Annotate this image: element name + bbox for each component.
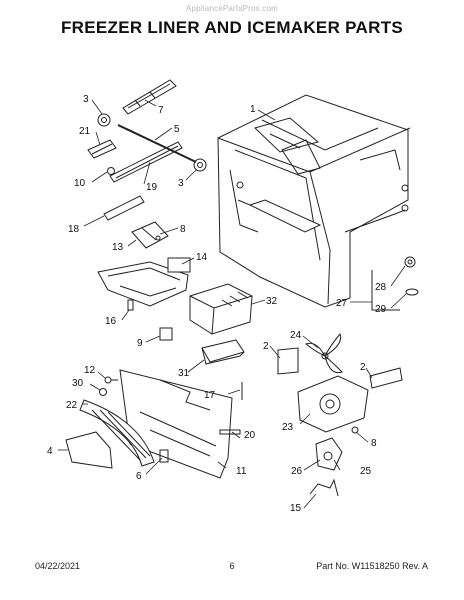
motor-bracket bbox=[309, 478, 339, 497]
callout-8-upper: 8 bbox=[180, 224, 186, 235]
callout-24: 24 bbox=[290, 330, 302, 341]
callout-12: 12 bbox=[84, 365, 96, 376]
fan-blade bbox=[305, 333, 343, 374]
freezer-liner bbox=[217, 94, 411, 308]
callout-9: 9 bbox=[137, 338, 143, 349]
callout-20: 20 bbox=[244, 430, 256, 441]
callout-16: 16 bbox=[105, 316, 117, 327]
footer-date: 04/22/2021 bbox=[35, 561, 81, 571]
pad-right bbox=[369, 367, 403, 389]
rod-part bbox=[117, 124, 197, 163]
callout-28: 28 bbox=[375, 282, 387, 293]
callout-31: 31 bbox=[178, 368, 190, 379]
callout-15: 15 bbox=[290, 503, 302, 514]
callout-11: 11 bbox=[236, 466, 247, 477]
callout-27: 27 bbox=[336, 298, 348, 309]
callout-22: 22 bbox=[66, 400, 78, 411]
callout-1: 1 bbox=[250, 104, 256, 115]
callout-2-right: 2 bbox=[360, 362, 366, 373]
callout-8-lower: 8 bbox=[371, 438, 377, 449]
screw-12 bbox=[104, 376, 112, 384]
screw-8-lower bbox=[351, 426, 359, 434]
lower-slide-part bbox=[103, 195, 145, 221]
seal-part bbox=[405, 288, 419, 296]
clip-part bbox=[107, 167, 115, 175]
callout-6: 6 bbox=[136, 471, 142, 482]
callout-3-top: 3 bbox=[83, 94, 89, 105]
cover-part bbox=[65, 431, 113, 469]
callout-2-left: 2 bbox=[263, 341, 269, 352]
clip-part-6 bbox=[159, 449, 169, 463]
callout-32: 32 bbox=[266, 296, 278, 307]
roller-left bbox=[97, 113, 111, 127]
ice-bin-part bbox=[201, 339, 245, 363]
bracket-part bbox=[87, 139, 117, 159]
footer-part-number: Part No. W11518250 Rev. A bbox=[316, 561, 428, 571]
mounting-bracket bbox=[131, 221, 169, 249]
grommet-part bbox=[404, 256, 416, 268]
callout-26: 26 bbox=[291, 466, 303, 477]
callout-4: 4 bbox=[47, 446, 53, 457]
callout-23: 23 bbox=[282, 422, 294, 433]
page-title: FREEZER LINER AND ICEMAKER PARTS bbox=[60, 18, 404, 37]
callout-30: 30 bbox=[72, 378, 84, 389]
callout-5: 5 bbox=[174, 124, 180, 135]
callout-25: 25 bbox=[360, 466, 372, 477]
callout-14: 14 bbox=[196, 252, 208, 263]
callout-3-right: 3 bbox=[178, 178, 184, 189]
grille-part bbox=[79, 399, 155, 467]
roller-right bbox=[193, 158, 207, 172]
fan-motor bbox=[315, 437, 343, 471]
icemaker-housing bbox=[97, 257, 191, 307]
callout-13: 13 bbox=[112, 242, 124, 253]
footer-page-number: 6 bbox=[229, 561, 235, 571]
callout-17: 17 bbox=[204, 390, 216, 401]
callout-18: 18 bbox=[68, 224, 80, 235]
callout-21: 21 bbox=[79, 126, 91, 137]
pad-left bbox=[277, 347, 299, 375]
slide-part bbox=[109, 141, 183, 183]
screw-part bbox=[127, 299, 134, 311]
callout-10: 10 bbox=[74, 178, 86, 189]
tape-part bbox=[219, 429, 241, 435]
rear-panel bbox=[119, 369, 233, 479]
callout-7: 7 bbox=[158, 105, 164, 116]
callout-29: 29 bbox=[375, 304, 387, 315]
callout-19: 19 bbox=[146, 182, 158, 193]
fan-housing bbox=[297, 375, 369, 433]
connector-part bbox=[159, 327, 173, 341]
rail-part bbox=[122, 79, 177, 115]
icemaker-assembly bbox=[189, 283, 253, 335]
watermark: AppliancePartsPros.com bbox=[186, 4, 278, 13]
screw-30 bbox=[99, 388, 107, 396]
